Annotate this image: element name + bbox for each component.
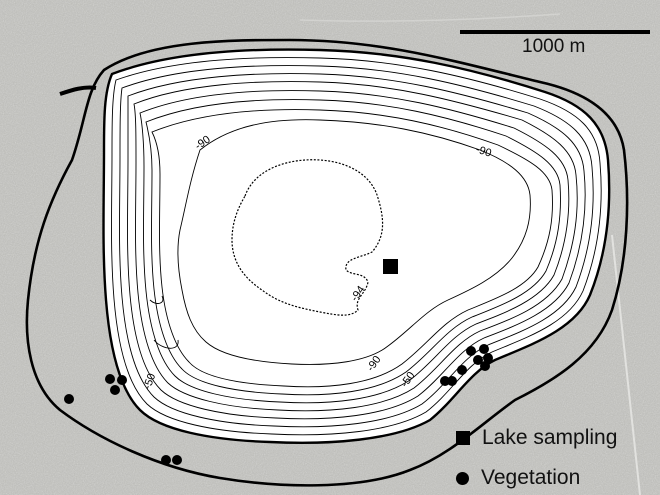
vegetation-marker bbox=[466, 346, 476, 356]
vegetation-marker bbox=[447, 376, 457, 386]
legend-label: Vegetation bbox=[481, 466, 581, 489]
vegetation-marker bbox=[105, 374, 115, 384]
vegetation-marker bbox=[457, 365, 467, 375]
basin-boundary bbox=[25, 38, 629, 487]
square-marker-icon bbox=[456, 431, 470, 445]
vegetation-marker bbox=[172, 455, 182, 465]
circle-marker-icon bbox=[456, 471, 469, 485]
lake-sampling-marker bbox=[383, 259, 398, 274]
vegetation-marker bbox=[480, 361, 490, 371]
legend-item-lake-sampling: Lake sampling bbox=[456, 426, 617, 450]
scale-bar-label: 1000 m bbox=[522, 36, 586, 57]
legend-label: Lake sampling bbox=[482, 426, 618, 449]
road-track bbox=[611, 234, 641, 495]
vegetation-marker bbox=[473, 355, 483, 365]
contour-label: -50 bbox=[142, 372, 159, 391]
vegetation-marker bbox=[110, 385, 120, 395]
vegetation-marker bbox=[117, 375, 127, 385]
inlet-channel bbox=[59, 85, 97, 96]
vegetation-marker bbox=[64, 394, 74, 404]
vegetation-marker bbox=[161, 455, 171, 465]
inner-depth-contour bbox=[231, 159, 384, 316]
vegetation-marker bbox=[479, 344, 489, 354]
trail-track bbox=[299, 13, 561, 22]
legend-item-vegetation: Vegetation bbox=[456, 466, 580, 490]
vegetation-marker bbox=[483, 353, 493, 363]
contour-label: -90 bbox=[474, 143, 493, 159]
vegetation-markers bbox=[64, 344, 493, 465]
contour-label-group: -90 -90 -90 -94 -50 -50 bbox=[142, 134, 493, 392]
vegetation-marker bbox=[440, 376, 450, 386]
